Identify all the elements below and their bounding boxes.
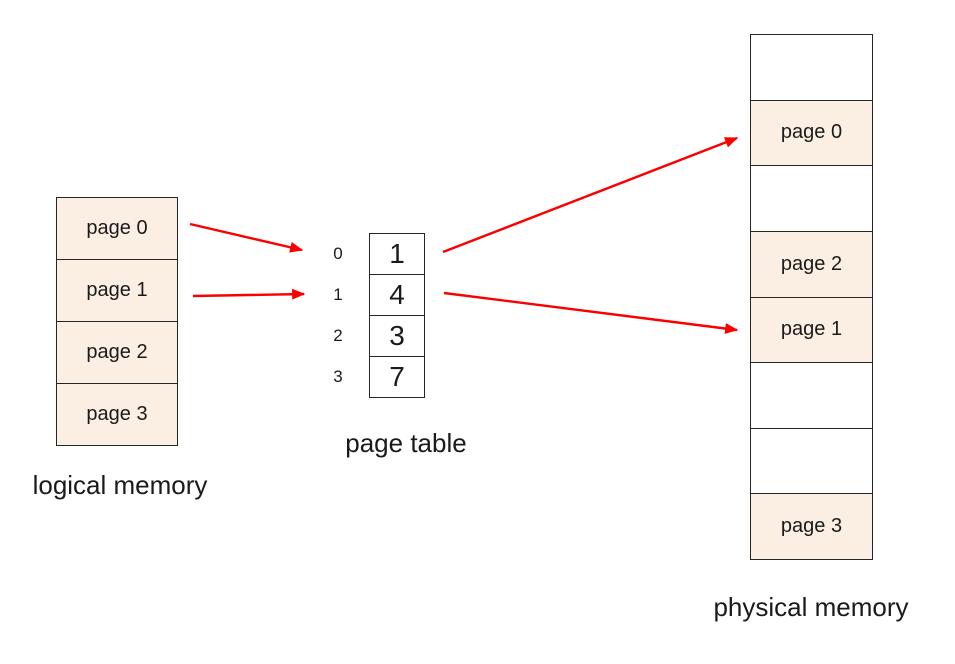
page-table-entry-1: 4 <box>370 274 424 315</box>
page-table-entry-3: 7 <box>370 356 424 397</box>
physical-frame-0-empty <box>751 35 872 100</box>
arrow-logical-page1-to-table-row1 <box>192 288 306 300</box>
page-table-index-1: 1 <box>333 284 343 304</box>
page-table-indices: 0 1 2 3 <box>326 233 350 398</box>
logical-cell-page-3: page 3 <box>57 383 177 445</box>
physical-frame-3-page-2: page 2 <box>751 230 872 297</box>
arrow-table-row0-to-frame1 <box>442 136 739 254</box>
physical-memory-box: page 0 page 2 page 1 page 3 <box>750 34 873 560</box>
page-table-index-2: 2 <box>333 326 343 346</box>
page-table-index-0: 0 <box>333 243 343 263</box>
page-table-entry-0: 1 <box>389 238 405 269</box>
logical-cell-page-2: page 2 <box>57 321 177 383</box>
physical-frame-2-empty <box>751 165 872 231</box>
arrow-logical-page0-to-table-row0 <box>189 222 304 253</box>
page-table-index-3: 3 <box>333 367 343 387</box>
page-table-entry-2: 3 <box>370 315 424 356</box>
physical-frame-1-page-0: page 0 <box>751 99 872 166</box>
physical-frame-6-empty <box>751 427 872 494</box>
physical-frame-4-page-1: page 1 <box>751 296 872 363</box>
physical-frame-7-page-3: page 3 <box>751 493 872 559</box>
physical-memory-label: physical memory <box>713 592 909 622</box>
logical-cell-page-1: page 1 <box>57 259 177 321</box>
physical-frame-5-empty <box>751 362 872 428</box>
logical-cell-page-0: page 0 <box>57 198 177 259</box>
logical-memory-box: page 0 page 1 page 2 page 3 <box>56 197 178 446</box>
page-table-box: 1 4 3 7 <box>369 233 425 398</box>
logical-memory-label: logical memory <box>32 470 208 500</box>
arrow-table-row1-to-frame4 <box>443 291 739 334</box>
page-table-label: page table <box>345 428 467 458</box>
